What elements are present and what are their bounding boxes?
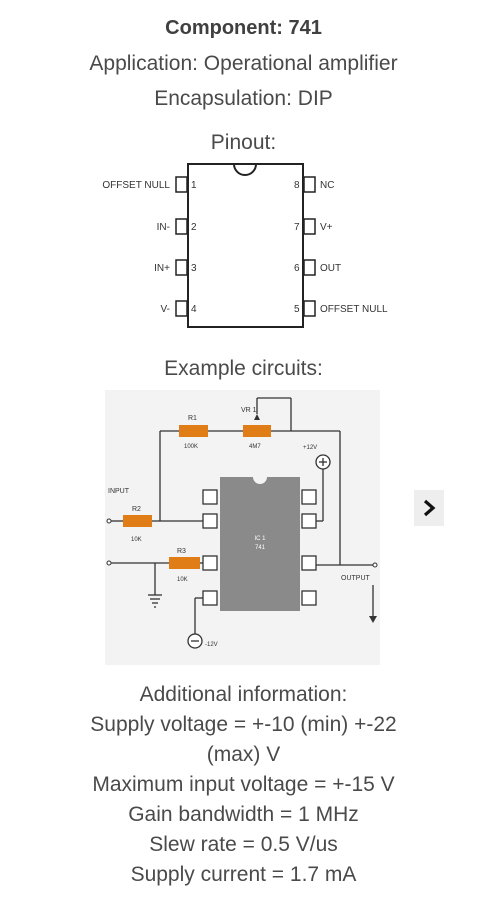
pin-2 <box>175 218 188 235</box>
pin-6 <box>303 259 316 276</box>
info-line: Gain bandwidth = 1 MHz <box>128 803 359 826</box>
pin-number: 4 <box>191 304 197 315</box>
info-line: Supply voltage = +-10 (min) +-22 <box>90 713 397 736</box>
pin-5 <box>303 300 316 317</box>
info-line: (max) V <box>206 743 281 766</box>
info-line: Slew rate = 0.5 V/us <box>149 833 338 856</box>
component-title: Component: 741 <box>165 17 322 39</box>
potentiometer-vr1 <box>243 425 271 437</box>
pinout-title: Pinout: <box>210 131 277 154</box>
pin-label-right: OUT <box>320 263 341 274</box>
r3-label: R3 <box>177 548 186 555</box>
r1-value: 100K <box>184 444 198 450</box>
vr1-value: 4M7 <box>249 444 261 450</box>
pin-3 <box>175 259 188 276</box>
pin-number: 7 <box>294 222 300 233</box>
encapsulation-text: Encapsulation: DIP <box>154 87 333 110</box>
pin-7 <box>303 218 316 235</box>
ic-body <box>220 477 300 611</box>
info-line: Supply current = 1.7 mA <box>130 863 357 886</box>
r3-value: 10K <box>177 577 188 583</box>
pin-label-right: NC <box>320 180 334 191</box>
next-circuit-button[interactable] <box>414 490 444 526</box>
pin-number: 1 <box>191 180 197 191</box>
resistor-r2 <box>123 515 152 527</box>
pin-label-right: V+ <box>320 222 333 233</box>
info-line: Maximum input voltage = +-15 V <box>92 773 395 796</box>
chevron-right-icon <box>423 499 436 517</box>
application-text: Application: Operational amplifier <box>89 52 398 75</box>
minus-supply-label: -12V <box>205 642 218 648</box>
pin-1 <box>175 176 188 193</box>
pin-label-right: OFFSET NULL <box>320 304 388 315</box>
pin-number: 8 <box>294 180 300 191</box>
pin-label-left: V- <box>161 304 170 315</box>
r2-label: R2 <box>132 506 141 513</box>
resistor-r3 <box>169 557 200 569</box>
ic-value: 741 <box>255 545 266 551</box>
chip-body <box>187 163 304 328</box>
pin-label-left: IN- <box>157 222 170 233</box>
pin-number: 2 <box>191 222 197 233</box>
pin-number: 3 <box>191 263 197 274</box>
pin-label-left: IN+ <box>154 263 170 274</box>
input-label: INPUT <box>108 488 130 495</box>
pinout-diagram: OFFSET NULL IN- IN+ V- 1 2 3 4 8 7 6 5 N… <box>90 160 400 335</box>
pin-4 <box>175 300 188 317</box>
ic-label: IC 1 <box>254 536 266 542</box>
output-label: OUTPUT <box>341 575 371 582</box>
r2-value: 10K <box>131 537 142 543</box>
pin-8 <box>303 176 316 193</box>
chip-notch <box>233 163 257 176</box>
vr1-label: VR 1 <box>241 407 257 414</box>
plus-supply-label: +12V <box>303 445 317 451</box>
output-arrow-icon <box>369 616 377 623</box>
resistor-r1 <box>179 425 208 437</box>
example-circuit-image: R1 100K VR 1 4M7 +12V -12V INPUT R2 10K … <box>105 390 380 665</box>
pin-number: 5 <box>294 304 300 315</box>
pin-label-left: OFFSET NULL <box>102 180 170 191</box>
r1-label: R1 <box>188 415 197 422</box>
ground-icon <box>148 594 162 608</box>
example-circuits-title: Example circuits: <box>164 357 323 380</box>
pin-number: 6 <box>294 263 300 274</box>
additional-info-title: Additional information: <box>139 683 348 706</box>
